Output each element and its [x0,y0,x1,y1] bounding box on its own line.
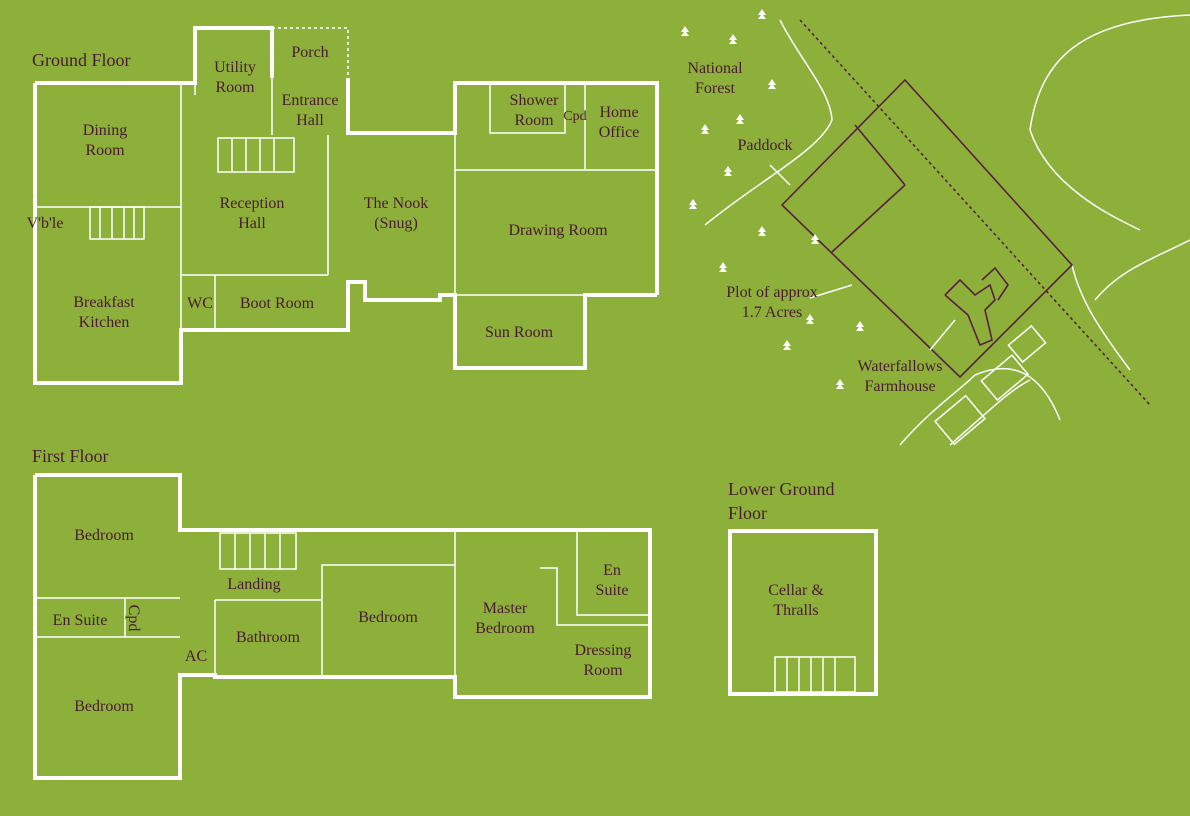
room-bathroom: Bathroom [236,629,300,646]
room-porch: Porch [291,44,329,61]
lower-ground-floor-walls [728,529,878,696]
room-snug: The Nook (Snug) [363,195,429,232]
room-home-office: Home Office [598,104,640,141]
room-dining: Dining Room [82,122,128,159]
room-cupboard-1: Cpd [125,604,142,632]
ground-floor-walls [33,26,659,385]
room-drawing: Drawing Room [508,222,608,239]
room-sun: Sun Room [484,324,554,341]
label-national-forest: National Forest [687,60,743,97]
room-en-suite-1: En Suite [52,612,108,629]
label-paddock: Paddock [737,137,793,154]
label-plot: Plot of approx 1.7 Acres [726,284,818,321]
room-cupboard: Cpd [563,109,587,124]
room-landing: Landing [227,576,281,593]
room-en-suite-2: En Suite [595,562,629,599]
lower-ground-floor-title: Lower Ground Floor [728,479,835,523]
label-farmhouse: Waterfallows Farmhouse [857,358,943,395]
site-plan [681,9,1190,446]
room-reception-hall: Reception Hall [219,195,285,232]
room-dressing: Dressing Room [574,642,632,679]
first-floor-title: First Floor [32,446,109,466]
room-breakfast-kitchen: Breakfast Kitchen [73,294,135,331]
room-vestibule: V'b'le [26,215,64,232]
room-utility: Utility Room [214,59,256,96]
room-bedroom-2: Bedroom [358,609,418,626]
first-floor-walls [33,473,652,780]
tree-icons [681,9,864,389]
room-bedroom-1: Bedroom [74,527,134,544]
room-entrance-hall: Entrance Hall [281,92,339,129]
room-airing-cupboard: AC [184,648,208,665]
room-boot-room: Boot Room [239,295,315,312]
room-master-bedroom: Master Bedroom [475,600,535,637]
ground-floor-title: Ground Floor [32,50,131,70]
room-wc: WC [187,295,213,312]
room-shower: Shower Room [509,92,559,129]
room-cellar: Cellar & Thralls [768,582,824,619]
room-bedroom-3: Bedroom [74,698,134,715]
